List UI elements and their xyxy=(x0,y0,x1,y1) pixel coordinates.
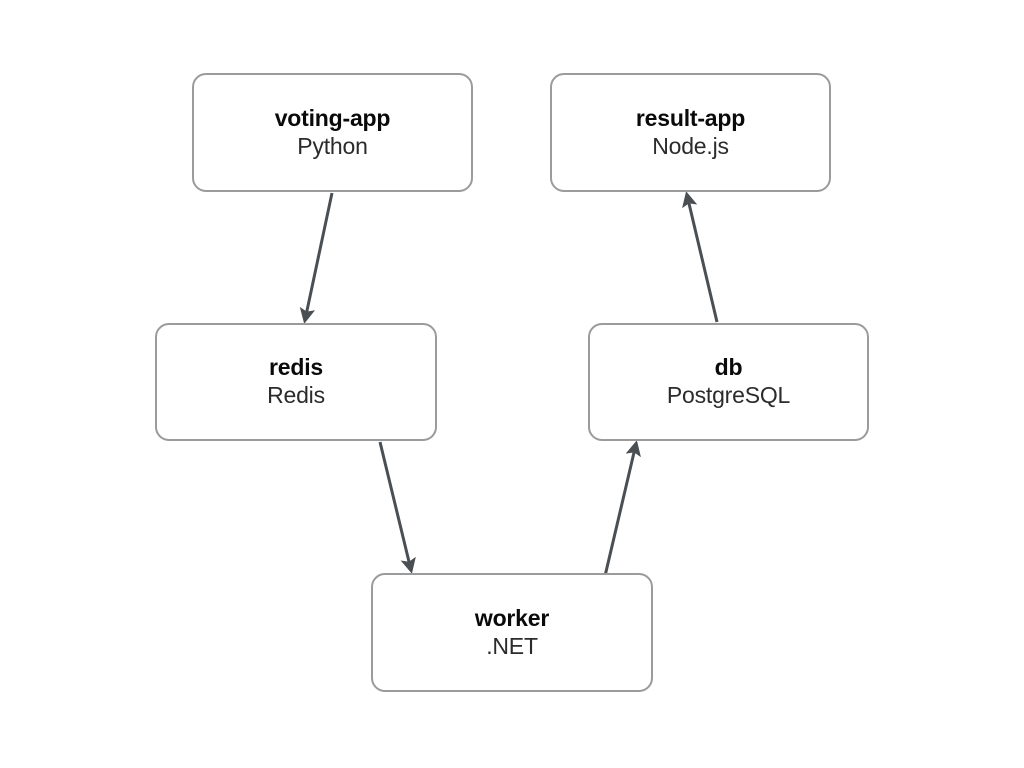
edge-worker-to-db xyxy=(603,440,641,577)
node-db[interactable]: db PostgreSQL xyxy=(588,323,869,441)
edge-redis-to-worker xyxy=(378,441,416,574)
edge-db-to-result-app xyxy=(682,191,719,323)
node-title: db xyxy=(714,354,743,381)
edge-voting-app-to-redis xyxy=(299,192,334,324)
node-title: result-app xyxy=(635,104,746,131)
node-worker[interactable]: worker .NET xyxy=(371,573,653,692)
node-subtitle: .NET xyxy=(486,632,538,659)
node-subtitle: Python xyxy=(297,132,368,159)
node-result-app[interactable]: result-app Node.js xyxy=(550,73,831,192)
node-voting-app[interactable]: voting-app Python xyxy=(192,73,473,192)
node-title: worker xyxy=(474,604,550,631)
node-title: redis xyxy=(269,354,323,381)
node-title: voting-app xyxy=(274,104,391,131)
node-subtitle: Redis xyxy=(267,382,325,409)
node-subtitle: Node.js xyxy=(652,132,729,159)
node-redis[interactable]: redis Redis xyxy=(155,323,437,441)
node-subtitle: PostgreSQL xyxy=(666,382,791,409)
